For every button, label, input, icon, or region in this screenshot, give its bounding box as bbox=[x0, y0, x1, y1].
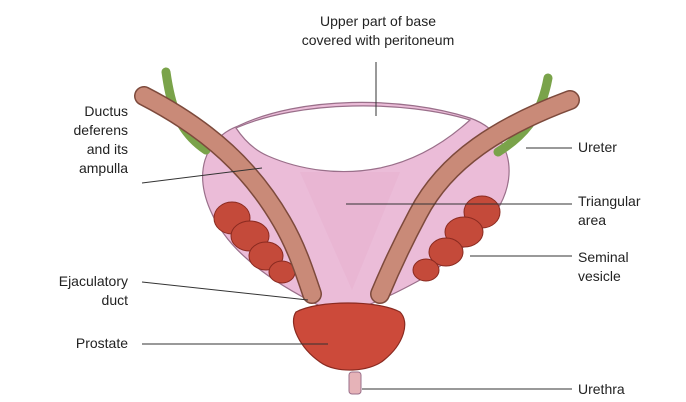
label-urethra: Urethra bbox=[578, 380, 625, 399]
label-ureter: Ureter bbox=[578, 138, 617, 157]
prostate bbox=[293, 303, 404, 370]
label-prostate: Prostate bbox=[20, 334, 128, 353]
label-ductus-deferens: Ductus deferens and its ampulla bbox=[40, 102, 128, 178]
urethra bbox=[349, 372, 361, 394]
label-ejaculatory-duct: Ejaculatory duct bbox=[20, 272, 128, 310]
label-triangular-area: Triangular area bbox=[578, 192, 641, 230]
label-peritoneum: Upper part of base covered with peritone… bbox=[258, 12, 498, 50]
label-seminal-vesicle: Seminal vesicle bbox=[578, 248, 629, 286]
